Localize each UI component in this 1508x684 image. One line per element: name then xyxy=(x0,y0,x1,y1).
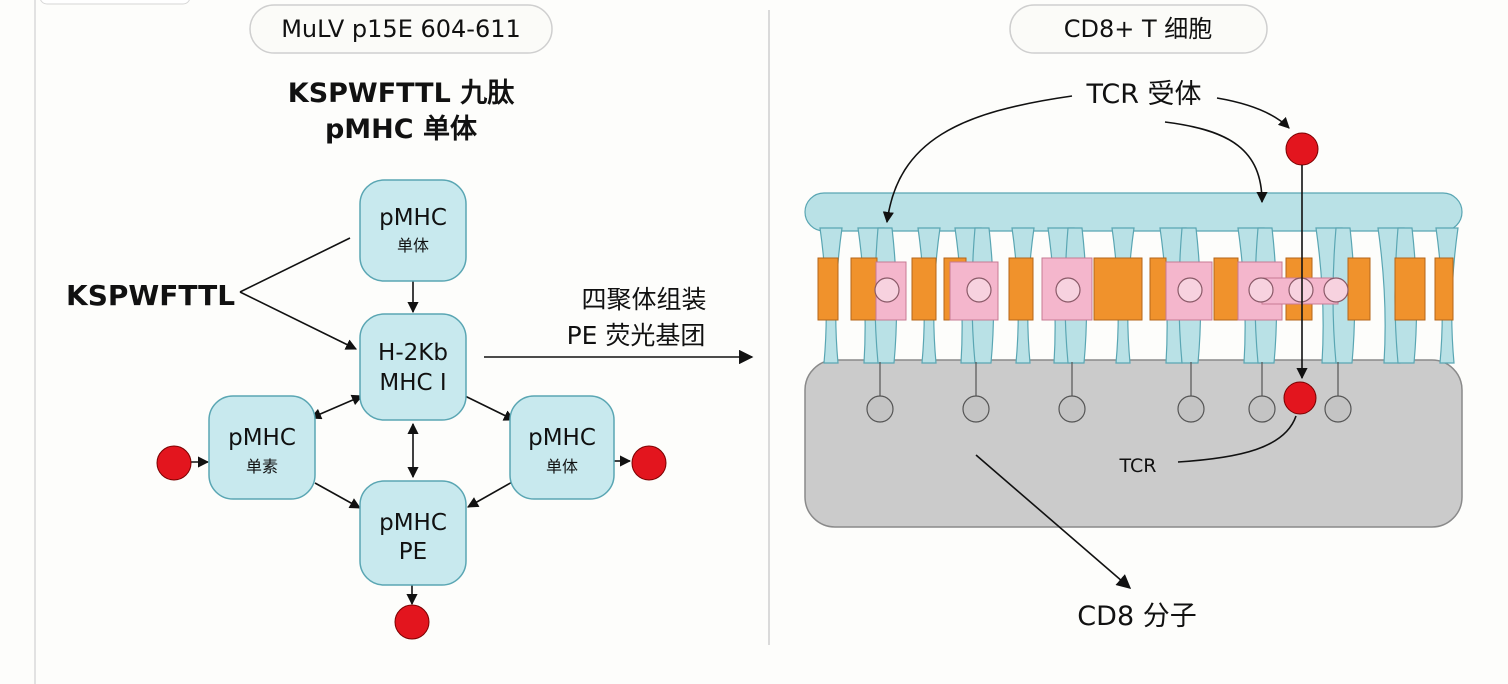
membrane-band xyxy=(804,192,1463,232)
pmhc-dot-bound xyxy=(1283,381,1317,415)
annotation-arrows xyxy=(882,95,1297,589)
tcr-label: TCR xyxy=(1119,455,1157,477)
left-to-bottom-arrow xyxy=(314,482,361,509)
peptide-label: KSPWFTTL xyxy=(66,279,235,312)
node-left: pMHC 单素 xyxy=(208,395,316,500)
top-tab-fragment xyxy=(40,0,190,5)
pe-dot-bottom xyxy=(394,604,430,640)
center-left-arrow xyxy=(309,394,364,420)
node-top-line1: pMHC xyxy=(379,205,447,231)
node-right: pMHC 单体 xyxy=(509,395,615,500)
left-panel: MuLV p15E 604-611 KSPWFTTL 九肽 pMHC 单体 KS… xyxy=(66,4,754,640)
arrow-label-line1: 四聚体组装 xyxy=(581,285,706,314)
cd8-pointer-arrow xyxy=(975,454,1132,589)
right-pill xyxy=(1009,4,1268,54)
tcr-receptor-arrow-left xyxy=(882,95,1073,224)
node-left-line2: 单素 xyxy=(246,457,278,476)
node-top: pMHC 单体 xyxy=(359,179,467,282)
arrow-label-line2: PE 荧光基团 xyxy=(567,321,706,350)
tcr-receptor-arrow-right xyxy=(1164,121,1268,204)
node-center-line2: MHC I xyxy=(379,370,446,396)
center-right-arrow xyxy=(464,395,516,421)
left-heading-line2: pMHC 单体 xyxy=(325,114,478,145)
left-pill-label: MuLV p15E 604-611 xyxy=(281,15,521,43)
peptide-circles xyxy=(874,277,1349,303)
node-bottom-line2: PE xyxy=(399,539,427,565)
left-pill xyxy=(249,4,553,54)
right-to-bottom-arrow xyxy=(467,480,515,508)
membrane-receptor-layer xyxy=(804,192,1463,423)
pe-dot-left xyxy=(156,445,192,481)
right-panel: CD8+ T 细胞 TCR 受体 xyxy=(804,4,1463,632)
tcr-pointer-line xyxy=(1177,415,1297,463)
tcr-receptor-arrow-dot xyxy=(1216,97,1290,129)
pe-dot-right xyxy=(631,445,667,481)
cd8-label: CD8 分子 xyxy=(1077,601,1196,632)
right-pill-label: CD8+ T 细胞 xyxy=(1064,15,1213,43)
t-cell-body xyxy=(804,359,1463,528)
node-right-line2: 单体 xyxy=(546,457,578,476)
peptide-to-center-arrow xyxy=(239,291,358,350)
node-bottom: pMHC PE xyxy=(359,480,467,586)
left-heading-line1: KSPWFTTL 九肽 xyxy=(288,78,515,109)
pmhc-dot-top xyxy=(1285,132,1319,166)
tcr-receptor-label: TCR 受体 xyxy=(1085,79,1201,110)
node-center-line1: H-2Kb xyxy=(378,340,448,366)
orange-blocks xyxy=(817,257,1454,321)
flow-arrows xyxy=(191,237,754,606)
node-top-line2: 单体 xyxy=(397,236,429,255)
node-left-line1: pMHC xyxy=(228,425,296,451)
cd8-knobs xyxy=(866,362,1352,423)
node-right-line1: pMHC xyxy=(528,425,596,451)
peptide-to-top-line xyxy=(239,237,351,293)
node-bottom-line1: pMHC xyxy=(379,510,447,536)
node-center: H-2Kb MHC I xyxy=(359,313,467,421)
